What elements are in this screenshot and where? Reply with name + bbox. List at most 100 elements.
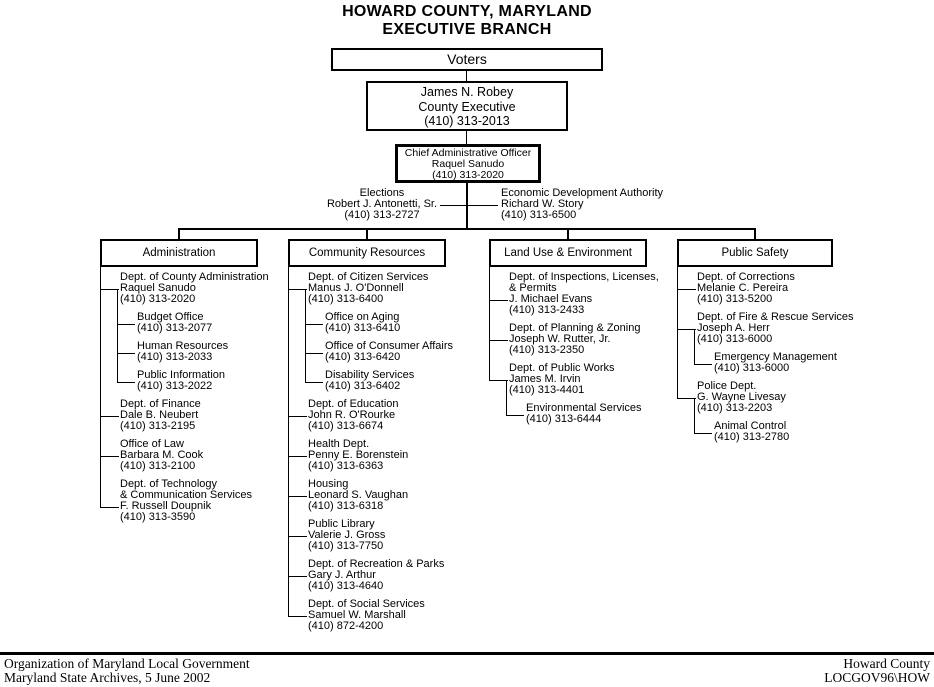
connector-hline [100,456,119,457]
connector-hline [288,536,307,537]
connector-vline [694,329,695,364]
cao-phone: (410) 313-2020 [432,169,504,181]
connector-hline [489,300,508,301]
entry-line: Dept. of Recreation & Parks [308,558,445,570]
connector-hline [117,324,135,325]
entry-line: (410) 313-2433 [509,304,585,316]
entry-line: Health Dept. [308,438,370,450]
entry-line: G. Wayne Livesay [697,391,786,403]
connector-vline [117,289,118,382]
entry-line: Budget Office [137,311,204,323]
entry-line: Public Information [137,369,226,381]
voters-box: Voters [331,48,603,71]
connector-vline [366,228,368,241]
entry-line: (410) 313-2350 [509,344,585,356]
entry-line: Manus J. O'Donnell [308,282,404,294]
footer-right: Howard County LOCGOV96\HOW [824,657,930,685]
voters-label: Voters [447,51,487,67]
connector-vline [694,398,695,433]
connector-hline [288,616,307,617]
economic-development-label: Economic Development Authority [501,187,664,199]
entry-line: Raquel Sanudo [120,282,196,294]
connector-hline [506,415,524,416]
connector-vline [288,266,289,616]
entry-line: (410) 313-4401 [509,384,585,396]
entry-line: Gary J. Arthur [308,569,376,581]
org-entry: Emergency Management(410) 313-6000 [677,352,854,374]
entry-line: (410) 313-2195 [120,420,196,432]
entry-line: James M. Irvin [509,373,581,385]
connector-vline [567,228,569,241]
entry-line: & Permits [509,282,557,294]
entry-line: (410) 313-2780 [714,431,790,443]
org-entry: Environmental Services(410) 313-6444 [489,403,659,425]
entry-line: Joseph W. Rutter, Jr. [509,333,611,345]
footer-rule [0,652,934,655]
footer-left-line-1: Organization of Maryland Local Governmen… [4,656,250,671]
org-entry: Disability Services(410) 313-6402 [288,370,453,392]
cao-title: Chief Administrative Officer [404,147,532,159]
entry-line: Police Dept. [697,380,757,392]
executive-name: James N. Robey [420,85,514,99]
connector-hline [117,382,135,383]
entry-line: (410) 313-6674 [308,420,384,432]
entry-line: (410) 313-4640 [308,580,384,592]
connector-hline [100,507,119,508]
entry-line: (410) 313-7750 [308,540,384,552]
connector-hline [117,353,135,354]
connector-hline [694,433,712,434]
entry-line: (410) 313-6000 [697,333,773,345]
entry-line: (410) 313-2077 [137,322,213,334]
entry-line: (410) 313-6420 [325,351,401,363]
cao-name: Raquel Sanudo [431,158,505,170]
economic-development-name: Richard W. Story [501,198,584,210]
economic-development-branch: Economic Development Authority Richard W… [501,188,663,221]
entry-line: Dept. of Citizen Services [308,271,429,283]
footer-right-line-2: LOCGOV96\HOW [824,670,930,685]
footer-left-line-2: Maryland State Archives, 5 June 2002 [4,670,211,685]
elections-label: Elections [359,187,405,199]
entry-line: Dept. of Corrections [697,271,795,283]
entry-line: (410) 313-6400 [308,293,384,305]
entry-line: (410) 313-2100 [120,460,196,472]
connector-vline [466,71,467,81]
connector-hline [288,289,307,290]
connector-hline [179,228,755,230]
entry-line: (410) 313-3590 [120,511,196,523]
entry-line: Leonard S. Vaughan [308,489,409,501]
entry-line: Dept. of Fire & Rescue Services [697,311,854,323]
entry-line: (410) 872-4200 [308,620,384,632]
footer-left: Organization of Maryland Local Governmen… [4,657,250,685]
org-entry: Dept. of Inspections, Licenses,& Permits… [489,272,659,316]
elections-branch: Elections Robert J. Antonetti, Sr. (410)… [325,188,439,221]
entry-line: Dept. of Technology [120,478,218,490]
connector-vline [754,228,756,241]
entry-line: Joseph A. Herr [697,322,770,334]
connector-hline [489,340,508,341]
entry-line: (410) 313-2033 [137,351,213,363]
entry-line: Barbara M. Cook [120,449,204,461]
entry-line: Office of Consumer Affairs [325,340,453,352]
connector-hline [305,324,323,325]
org-entry: Dept. of Technology& Communication Servi… [100,479,269,523]
entry-line: Dept. of Social Services [308,598,425,610]
org-entry: Human Resources(410) 313-2033 [100,341,269,363]
connector-hline [694,364,712,365]
entry-line: (410) 313-6444 [526,413,602,425]
connector-vline [305,289,306,382]
executive-phone: (410) 313-2013 [424,114,510,128]
entry-line: (410) 313-6410 [325,322,401,334]
column-entries: Dept. of Inspections, Licenses,& Permits… [489,272,659,432]
connector-vline [178,228,180,241]
footer-right-line-1: Howard County [843,656,930,671]
